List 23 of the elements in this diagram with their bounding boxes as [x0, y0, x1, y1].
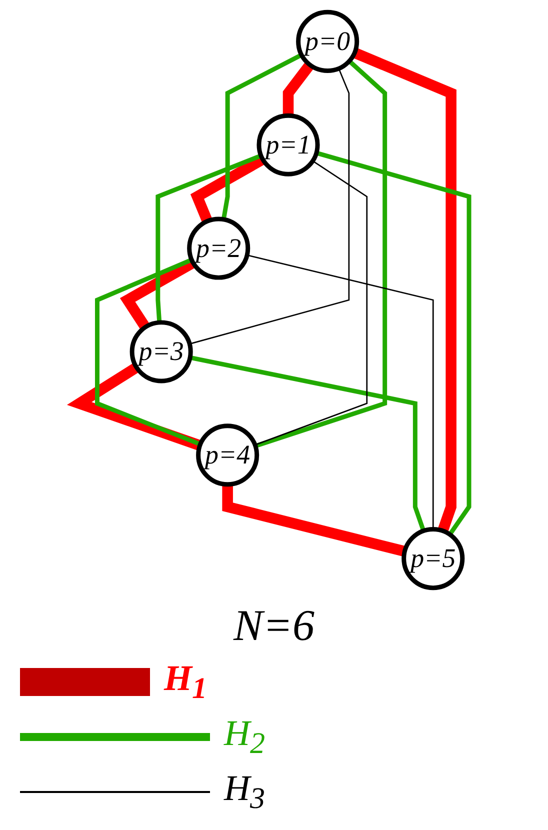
connector [254, 59, 387, 448]
node-circle: p=4 [196, 424, 259, 487]
legend-label: H$_{1}$ [164, 657, 208, 706]
connector [221, 52, 302, 220]
connector [189, 68, 350, 345]
connector [189, 355, 426, 532]
connector [282, 62, 314, 116]
connector [156, 154, 262, 323]
connector [316, 150, 472, 536]
node-circle: p=0 [296, 10, 359, 73]
connector [352, 48, 456, 533]
node-circle: p=1 [256, 113, 320, 176]
connector [66, 362, 202, 451]
connector [94, 258, 202, 446]
connector [222, 484, 406, 557]
node-circle: p=3 [130, 320, 193, 384]
connector [254, 160, 368, 446]
node-circle: p=2 [186, 216, 250, 280]
connector [246, 254, 434, 530]
node-circle: p=5 [401, 527, 464, 590]
legend-label: H$_{3}$ [224, 767, 265, 817]
graph-size-label: N=6 [232, 600, 316, 651]
legend-label: H$_{2}$ [224, 712, 265, 762]
